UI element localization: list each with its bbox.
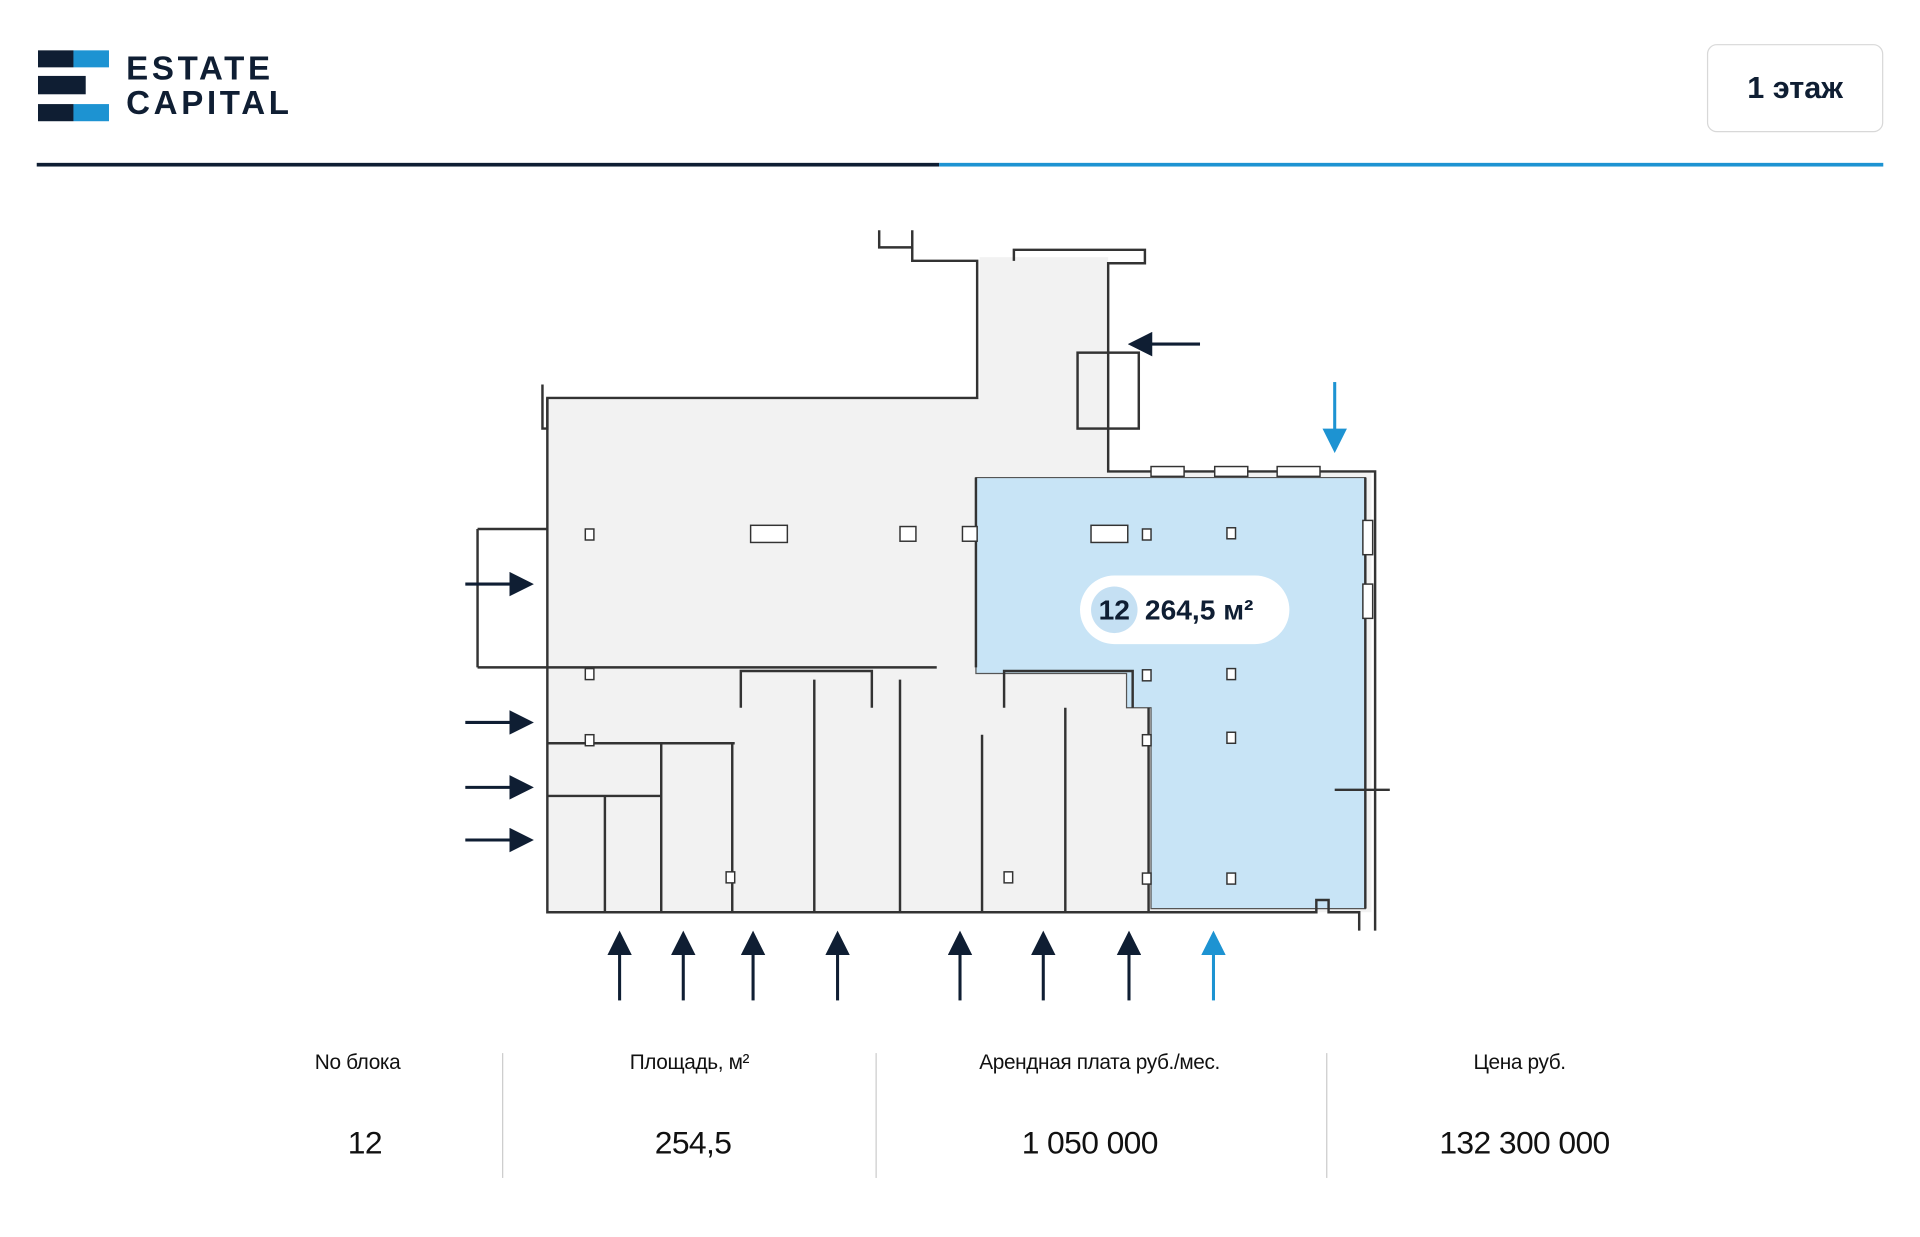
logo-text-line2: CAPITAL <box>126 84 293 122</box>
value-block-number: 12 <box>347 1124 383 1161</box>
column-divider <box>502 1053 504 1178</box>
value-area: 254,5 <box>654 1124 732 1161</box>
header-divider-accent <box>939 162 1884 167</box>
entrance-arrows <box>465 331 1347 1001</box>
logo-mark-icon <box>37 50 109 122</box>
column-divider <box>875 1053 877 1178</box>
value-price: 132 300 000 <box>1439 1124 1610 1161</box>
header-divider-dark <box>36 162 940 167</box>
plan-columns <box>584 465 1374 885</box>
header-price: Цена руб. <box>1473 1050 1566 1074</box>
header-area: Площадь, м² <box>629 1050 750 1074</box>
block-number-badge: 12 <box>1091 586 1138 634</box>
logo[interactable] <box>37 50 320 123</box>
header-rent: Арендная плата руб./мес. <box>979 1050 1220 1074</box>
block-12-label[interactable]: 12 264,5 м² <box>1080 575 1290 645</box>
column-divider <box>1326 1053 1328 1178</box>
header-block-number: No блока <box>314 1050 401 1074</box>
floor-selector-button[interactable]: 1 этаж <box>1706 44 1884 133</box>
logo-text-line1: ESTATE <box>126 50 274 87</box>
block-area: 264,5 м² <box>1144 593 1254 626</box>
value-rent: 1 050 000 <box>1021 1124 1159 1161</box>
